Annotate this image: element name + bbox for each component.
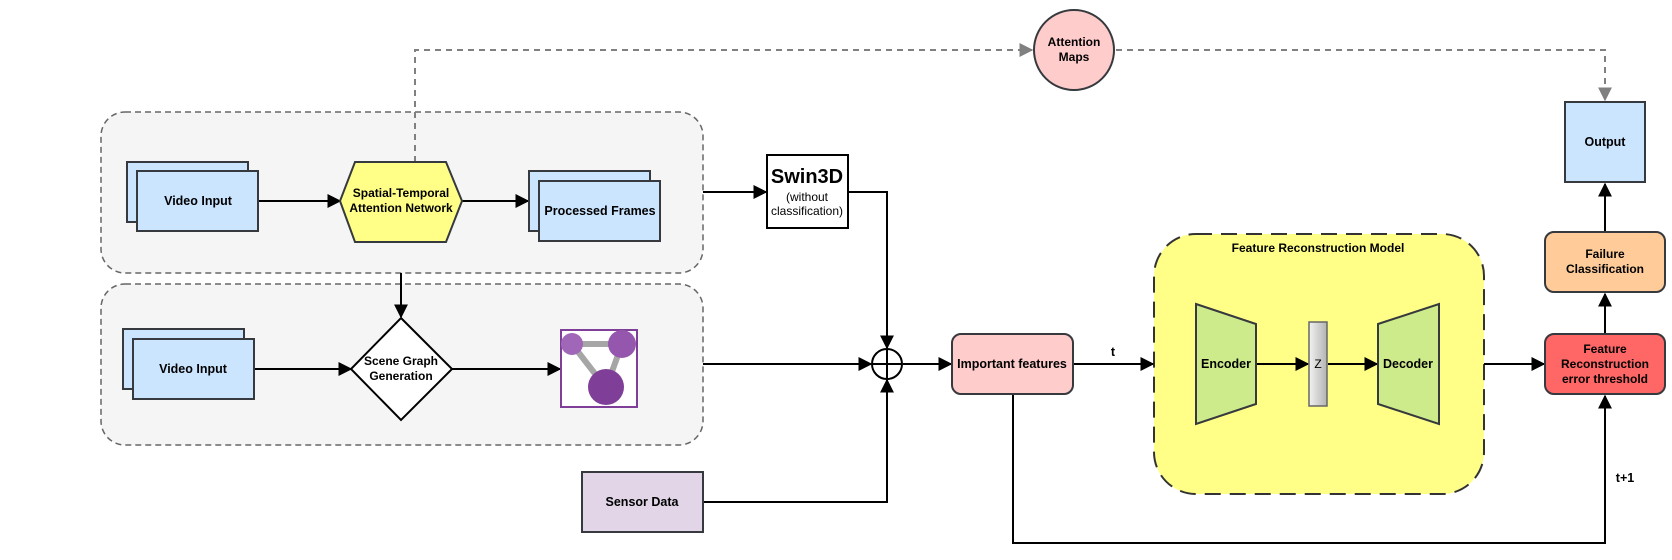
scene-graph-generation: Scene Graph Generation	[349, 316, 454, 422]
video-input-top-label: Video Input	[164, 194, 233, 208]
attention-maps-label-2: Maps	[1059, 50, 1090, 64]
decoder-block: Decoder	[1377, 302, 1440, 426]
frm-title: Feature Reconstruction Model	[1232, 241, 1405, 255]
processed-frames: Processed Frames	[528, 170, 661, 242]
edge-features-to-threshold	[1012, 394, 1612, 544]
threshold-label-2: Reconstruction	[1561, 357, 1649, 371]
processed-frames-label: Processed Frames	[544, 204, 655, 218]
swin3d-sub-1: (without	[786, 190, 829, 204]
encoder-label: Encoder	[1201, 357, 1251, 371]
edge-label-t: t	[1111, 345, 1116, 359]
encoder-block: Encoder	[1195, 302, 1257, 426]
important-features-label: Important features	[957, 357, 1067, 371]
sensor-data: Sensor Data	[581, 471, 704, 533]
output-label: Output	[1585, 135, 1627, 149]
latent-z: Z	[1308, 321, 1328, 407]
st-attention-label-2: Attention Network	[349, 201, 453, 215]
attention-maps: Attention Maps	[1033, 9, 1115, 91]
edge-maps-to-output	[1116, 49, 1612, 102]
failure-classification: Failure Classification	[1544, 231, 1666, 293]
error-threshold: Feature Reconstruction error threshold	[1544, 333, 1666, 395]
sensor-data-label: Sensor Data	[606, 495, 680, 509]
video-input-bottom-label: Video Input	[159, 362, 228, 376]
swin3d-title: Swin3D	[771, 166, 843, 188]
video-input-top: Video Input	[126, 161, 259, 232]
graph-icon	[560, 329, 638, 408]
st-attention-label-1: Spatial-Temporal	[353, 186, 449, 200]
edge-sensor-to-sum	[703, 378, 894, 503]
scene-graph-label-2: Generation	[369, 369, 432, 383]
important-features: Important features	[951, 333, 1074, 395]
scene-graph-label-1: Scene Graph	[364, 354, 438, 368]
threshold-label-1: Feature	[1583, 342, 1627, 356]
swin3d-sub-2: classification)	[771, 204, 843, 218]
output-node: Output	[1564, 101, 1646, 183]
attention-maps-label-1: Attention	[1048, 35, 1101, 49]
video-input-bottom: Video Input	[122, 328, 255, 400]
swin3d-block: Swin3D (without classification)	[766, 154, 849, 229]
threshold-label-3: error threshold	[1562, 372, 1648, 386]
failure-label-1: Failure	[1585, 247, 1625, 261]
summation-node	[871, 348, 903, 380]
decoder-label: Decoder	[1383, 357, 1433, 371]
st-attention-network: Spatial-Temporal Attention Network	[338, 161, 464, 243]
failure-label-2: Classification	[1566, 262, 1644, 276]
edge-attention-to-maps	[414, 43, 1034, 162]
latent-z-label: Z	[1314, 357, 1321, 371]
edge-swin3d-to-sum	[848, 191, 894, 350]
edge-label-t-plus-1: t+1	[1616, 471, 1634, 485]
